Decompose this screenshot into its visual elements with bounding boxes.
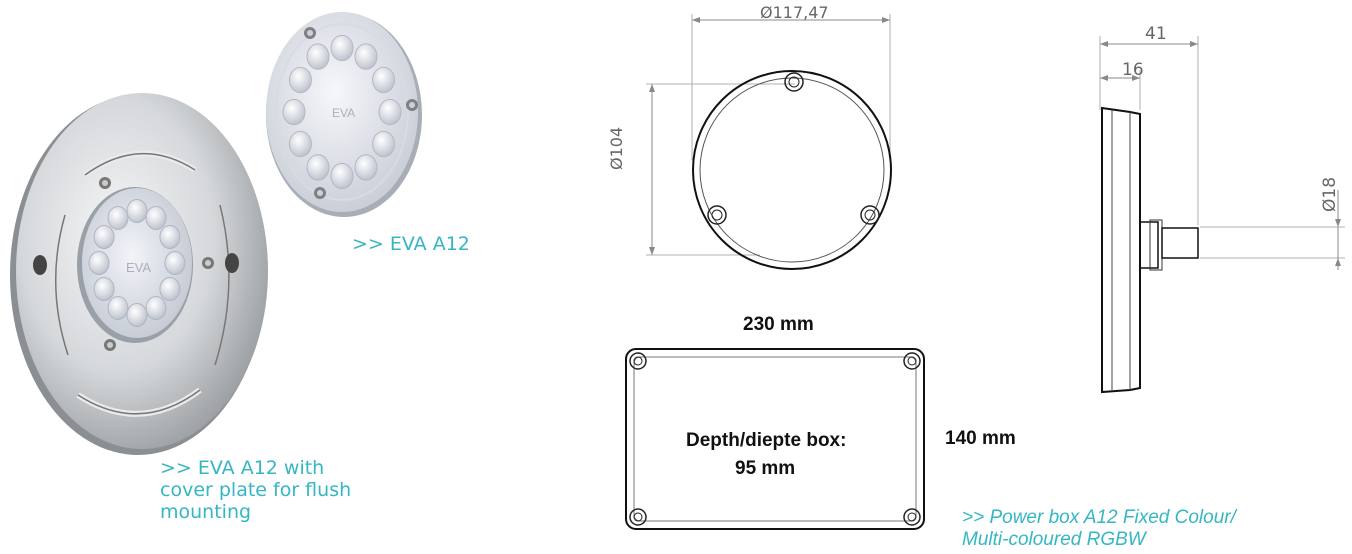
led-lens (93, 225, 115, 249)
led-lens (93, 277, 115, 301)
led-lens (145, 296, 167, 321)
box-width-label: 230 mm (743, 314, 814, 335)
eva-a12-lamp-image: EVA (266, 12, 422, 217)
led-lens (354, 43, 378, 70)
led-lens (288, 130, 312, 158)
led-lens (306, 154, 330, 181)
power-box-caption-line-2: Multi-coloured RGBW (962, 529, 1146, 550)
flush-caption-line-2: cover plate for flush (160, 479, 352, 501)
flush-caption-line-1: >> EVA A12 with (160, 457, 325, 479)
box-depth-line-1: Depth/diepte box: (686, 430, 847, 451)
led-lens (126, 303, 148, 327)
led-lens (330, 34, 354, 62)
led-lens (107, 296, 129, 321)
power-box-caption-line-1: >> Power box A12 Fixed Colour/ (962, 507, 1236, 528)
led-lens (372, 130, 396, 158)
led-lens (159, 277, 181, 301)
led-lens (164, 251, 186, 275)
led-lens (330, 162, 354, 190)
led-lens (372, 66, 396, 94)
led-lens (126, 199, 148, 223)
led-lens (88, 251, 110, 275)
box-depth-line-2: 95 mm (735, 458, 796, 479)
led-lens (107, 205, 129, 230)
flush-caption-line-3: mounting (160, 501, 252, 523)
led-lens (282, 98, 306, 126)
depth-total-label: 41 (1145, 24, 1167, 44)
inner-diameter-label: Ø104 (607, 126, 626, 170)
front-view-drawing (646, 14, 892, 270)
led-lens (159, 225, 181, 249)
lens-logo-text: EVA (126, 260, 151, 275)
eva-a12-caption: >> EVA A12 (352, 233, 470, 255)
depth-face-label: 16 (1122, 60, 1144, 80)
led-lens (378, 98, 402, 126)
box-height-label: 140 mm (945, 428, 1016, 449)
flush-mount-lamp-image: EVA (10, 93, 268, 455)
lens-logo-text-2: EVA (332, 106, 355, 120)
front-diameter-label: Ø117,47 (760, 3, 829, 22)
eva-a12-flush-caption: >> EVA A12 with cover plate for flush mo… (160, 457, 420, 523)
power-box-caption: >> Power box A12 Fixed Colour/ Multi-col… (962, 507, 1292, 551)
led-lens (145, 205, 167, 230)
power-box-drawing (625, 348, 925, 530)
side-view-drawing (1099, 36, 1345, 394)
cable-diameter-label: Ø18 (1320, 176, 1340, 212)
led-lens (288, 66, 312, 94)
led-lens (354, 154, 378, 181)
led-lens (306, 43, 330, 70)
